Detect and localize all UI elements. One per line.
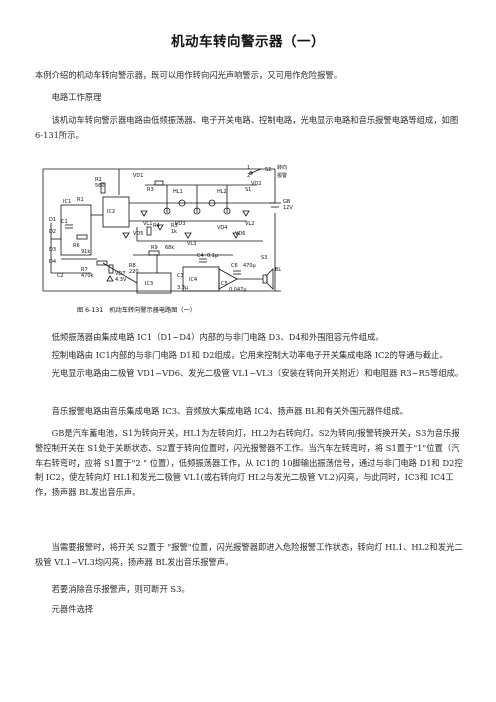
label-vd1: VD1	[133, 173, 143, 179]
label-ic1: IC1	[63, 199, 71, 205]
label-c3-value: 3.3μ	[177, 285, 189, 291]
label-turn: 转向	[277, 164, 287, 171]
label-vd3: VD3	[175, 221, 185, 227]
label-d1: D1	[49, 217, 56, 223]
label-r9: R9	[151, 245, 158, 251]
paragraph-mute: 若要消除音乐报警声，则可断开 S3。	[51, 584, 190, 594]
label-r4: R4	[153, 223, 160, 229]
page-title: 机动车转向警示器（一）	[171, 34, 325, 50]
label-vd7-value: 4.3V	[115, 277, 127, 283]
label-r7-value: 470k	[81, 273, 94, 279]
label-pin-2: 2	[247, 173, 250, 179]
label-vd7: VD7	[115, 271, 125, 277]
label-r6: R6	[73, 243, 80, 249]
label-c1: C1	[61, 219, 68, 225]
label-vd6: VD6	[235, 231, 245, 237]
paragraph-overview: 该机动车转向警示器电路由低频振荡器、电子开关电路、控制电路，光电显示电路和音乐报…	[35, 115, 459, 140]
label-alarm: 报警	[277, 172, 287, 179]
label-r2: R2	[95, 177, 102, 183]
label-bl: BL	[275, 267, 281, 273]
label-vl1: VL1	[143, 221, 152, 227]
label-gb: GB	[283, 199, 291, 205]
label-d4: D4	[49, 259, 56, 265]
label-d3: D3	[49, 247, 56, 253]
label-r8: R8	[129, 263, 136, 269]
label-r9-value: 68k	[165, 245, 174, 251]
circuit-diagram: IC1 IC2 IC3 IC4 R1 R2 560 R3 R4 R5 1k R6…	[42, 164, 293, 314]
label-ic3: IC3	[145, 281, 153, 287]
label-ic4: IC4	[189, 277, 197, 283]
label-vd2: VD2	[251, 181, 261, 187]
label-r1: R1	[77, 197, 84, 203]
label-r5: R5	[171, 223, 178, 229]
label-s3: S3	[261, 255, 267, 261]
label-d2: D2	[49, 229, 56, 235]
figure-caption: 图 6-131 机动车转向警示器电路图（一）	[77, 306, 196, 314]
label-c3: C3	[177, 273, 184, 279]
label-c4-value: 0.1μ	[207, 253, 219, 259]
section-heading-principle: 电路工作原理	[51, 92, 102, 102]
label-vd5: VD5	[133, 231, 143, 237]
label-gb-value: 12V	[283, 205, 293, 211]
paragraph-operation: GB是汽车蓄电池，S1为转向开关，HL1为左转向灯，HL2为右转向灯。S2为转向…	[35, 428, 463, 498]
label-r8-value: 220	[129, 269, 139, 275]
label-c2: C2	[57, 273, 64, 279]
circuit-figure: IC1 IC2 IC3 IC4 R1 R2 560 R3 R4 R5 1k R6…	[37, 163, 315, 315]
label-c4: C4	[197, 253, 204, 259]
label-r7: R7	[81, 267, 88, 273]
label-vl3: VL3	[187, 241, 196, 247]
label-r2-value: 560	[95, 183, 105, 189]
label-vd4: VD4	[217, 225, 227, 231]
label-c5: C5	[221, 281, 228, 287]
label-s1: S1	[245, 187, 251, 193]
label-hl1: HL1	[173, 189, 183, 195]
label-hl2: HL2	[217, 189, 227, 195]
label-r6-value: 91k	[81, 249, 90, 255]
paragraph-oscillator: 低频振荡器由集成电路 IC1（D1~D4）内部的与非门电路 D3、D4和外围阻容…	[51, 332, 384, 342]
paragraph-alarm: 当需要报警时，将开关 S2置于 "报警"位置，闪光报警器即进入危险报警工作状态，…	[35, 542, 463, 567]
label-pin-1: 1	[247, 165, 250, 171]
label-ic2: IC2	[107, 209, 115, 215]
paragraph-display: 光电显示电路由二极管 VD1~VD6、发光二极管 VL1~VL3（安装在转向开关…	[51, 368, 464, 378]
label-c5-value: 0.047μ	[229, 287, 247, 293]
label-vl2: VL2	[245, 221, 254, 227]
label-r5-value: 1k	[171, 229, 177, 235]
paragraph-control: 控制电路由 IC1内部的与非门电路 D1和 D2组成，它用来控制大功率电子开关集…	[51, 350, 448, 360]
section-heading-components: 元器件选择	[51, 604, 94, 614]
intro-paragraph: 本例介绍的机动车转向警示器，既可以用作转向闪光声响警示，又可用作危险报警。	[35, 70, 342, 80]
label-c6-value: 470μ	[243, 263, 257, 269]
label-r3: R3	[147, 187, 154, 193]
label-s2: S2	[265, 167, 271, 173]
paragraph-music: 音乐报警电路由音乐集成电路 IC3、音频放大集成电路 IC4、扬声器 BL和有关…	[51, 406, 408, 416]
label-c6: C6	[231, 263, 238, 269]
